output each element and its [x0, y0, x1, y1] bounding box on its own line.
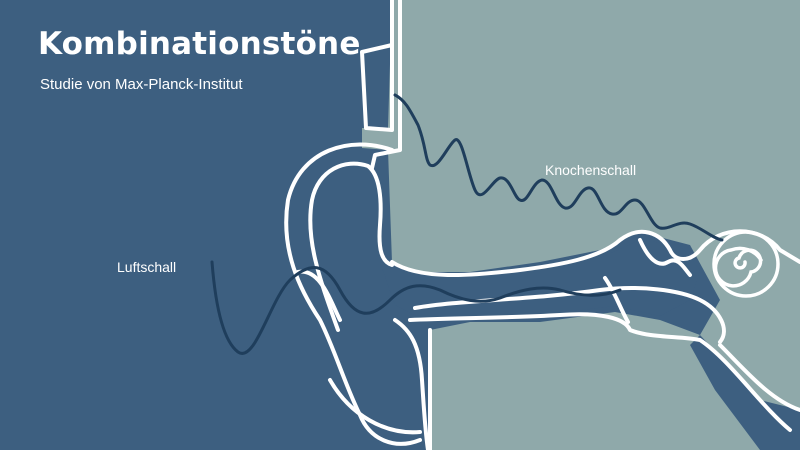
skull-notch	[360, 0, 394, 132]
right-lower-boundary	[718, 343, 800, 412]
bone-sound-wave	[393, 93, 724, 242]
canal-lower-wall	[408, 312, 792, 432]
cochlea-outer	[712, 230, 780, 298]
eardrum	[603, 276, 630, 324]
bone-conduction-label: Knochenschall	[545, 162, 637, 178]
ossicles	[638, 238, 692, 277]
canal-lower-region	[690, 335, 800, 450]
page-subtitle: Studie von Max-Planck-Institut	[40, 76, 243, 93]
canal-upper-wall	[390, 229, 800, 278]
outer-ear-outline	[284, 142, 422, 446]
air-sound-wave	[210, 260, 622, 355]
skull-edge-line	[370, 0, 402, 170]
ear-helix-inner	[308, 161, 394, 332]
air-conduction-label: Luftschall	[117, 259, 177, 275]
ear-lobe	[328, 378, 422, 435]
cochlea-spiral-icon	[713, 246, 763, 288]
lower-jaw-line	[393, 318, 430, 450]
page-title: Kombinationstöne	[38, 26, 361, 62]
